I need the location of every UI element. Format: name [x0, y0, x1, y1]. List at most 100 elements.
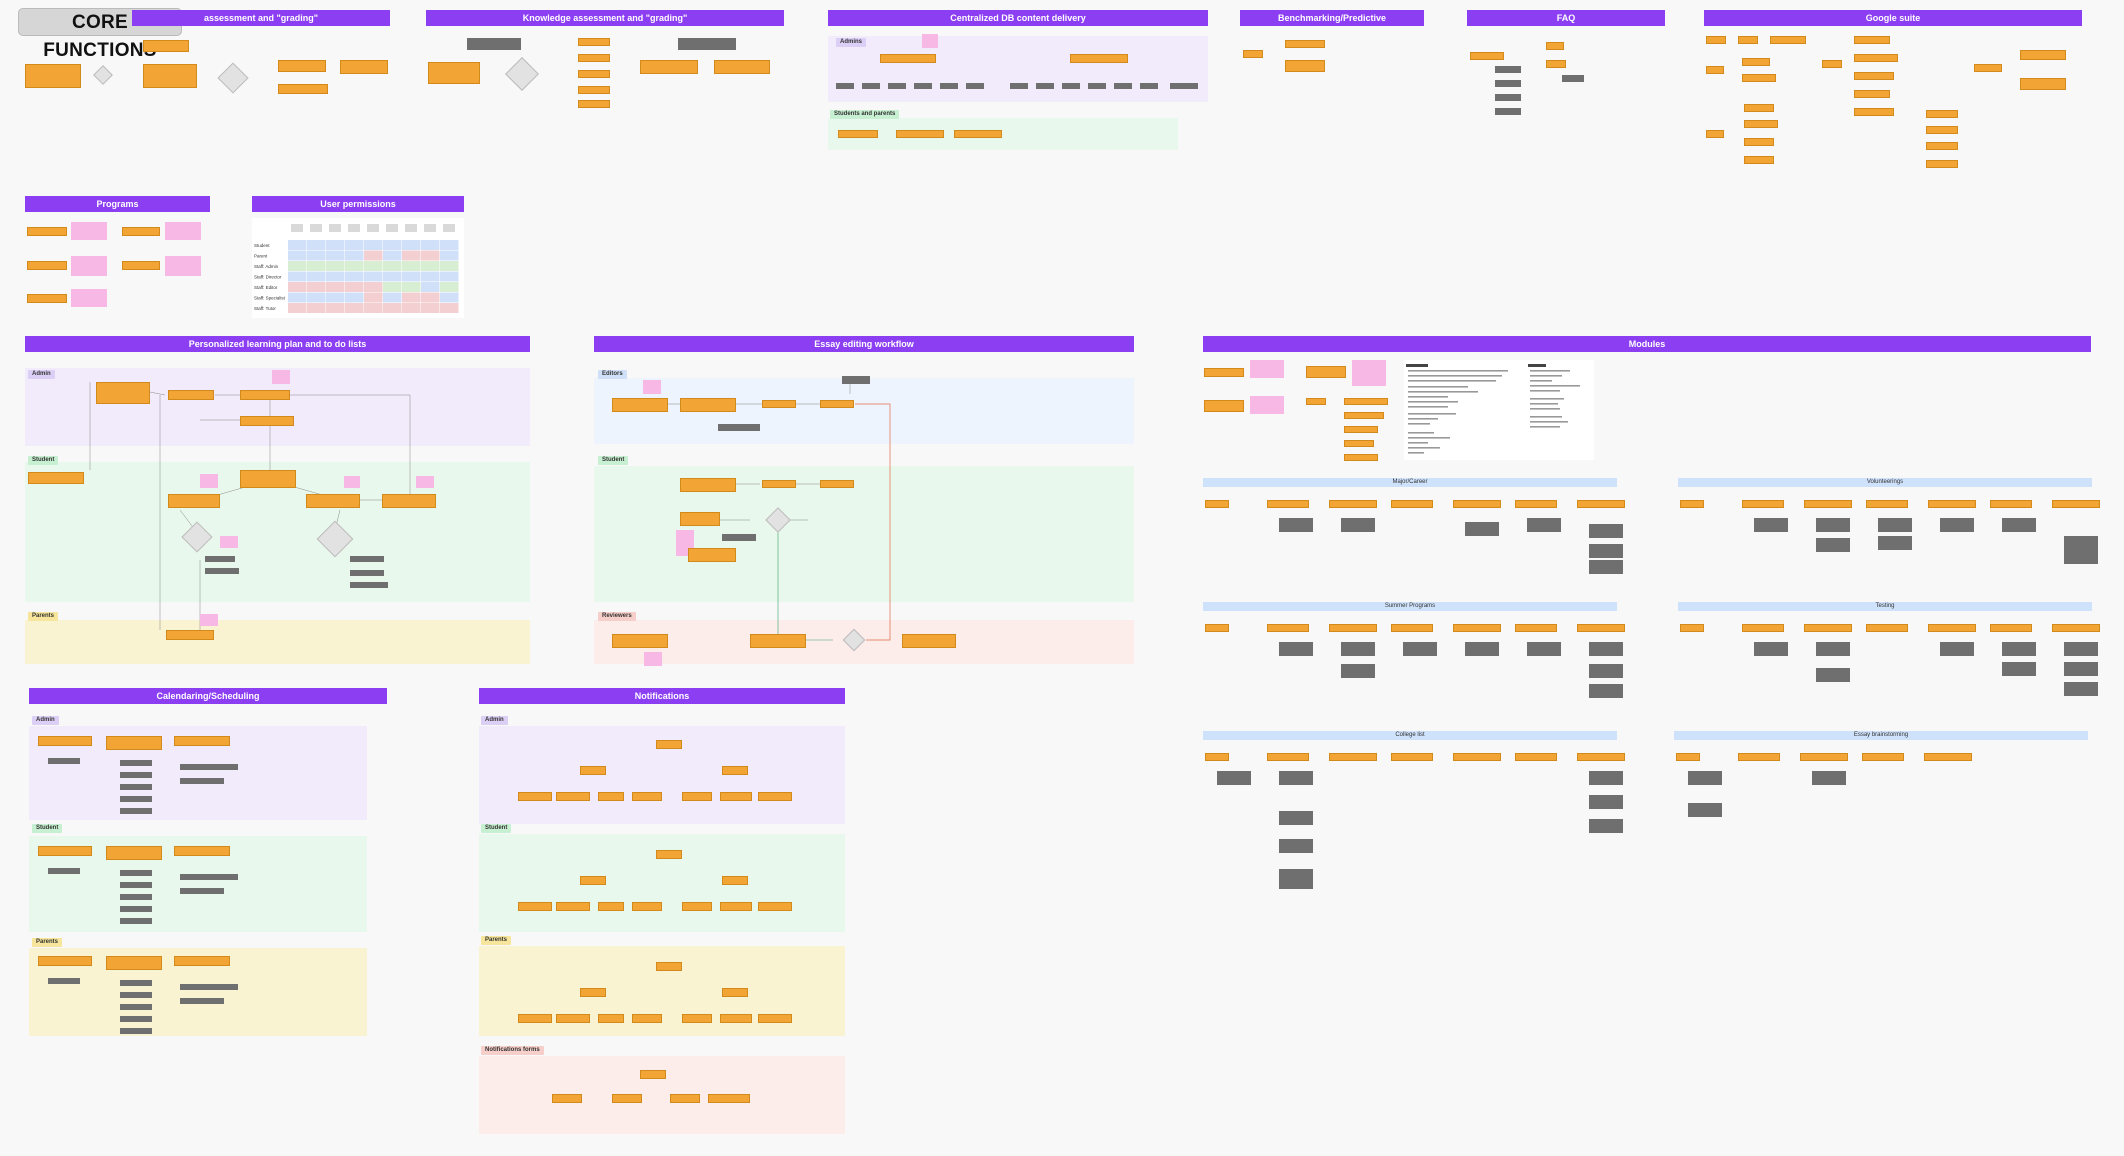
node [518, 792, 552, 801]
node [174, 846, 230, 856]
node [2052, 624, 2100, 632]
detail-node [1816, 668, 1850, 682]
permission-cell [440, 261, 459, 271]
node [682, 1014, 712, 1023]
node [106, 956, 162, 970]
node [96, 382, 150, 404]
node [38, 736, 92, 746]
permission-cell [402, 292, 421, 303]
permission-cell [345, 240, 364, 250]
detail-node [1465, 642, 1499, 656]
node [580, 766, 606, 775]
sticky-note [644, 652, 662, 666]
detail-node [120, 870, 152, 876]
node [1329, 500, 1377, 508]
detail-node [1589, 560, 1623, 574]
node [27, 227, 67, 236]
node [1822, 60, 1842, 68]
detail-node [120, 772, 152, 778]
permission-column-header [424, 224, 436, 232]
node [758, 1014, 792, 1023]
permission-cell [307, 261, 326, 271]
permission-cell [421, 261, 440, 271]
permission-cell [326, 250, 345, 261]
detail-node [180, 888, 224, 894]
permission-cell [326, 271, 345, 282]
node [1205, 753, 1229, 761]
detail-node [1878, 518, 1912, 532]
banner-faq: FAQ [1467, 10, 1665, 26]
node [1344, 440, 1374, 447]
node [656, 962, 682, 971]
node [598, 902, 624, 911]
detail-node [1688, 803, 1722, 817]
permission-cell [288, 292, 307, 303]
banner-benchmark: Benchmarking/Predictive [1240, 10, 1424, 26]
detail-node [120, 760, 152, 766]
permission-cell [345, 282, 364, 292]
db-admins-tag: Admins [836, 38, 867, 47]
detail-node [1589, 795, 1623, 809]
permission-row-label: Staff: Admin [254, 264, 279, 269]
node [38, 956, 92, 966]
plp-student-tag: Student [28, 456, 59, 465]
node [1243, 50, 1263, 58]
node [940, 83, 958, 89]
detail-node [2002, 518, 2036, 532]
detail-node [2002, 642, 2036, 656]
node [340, 60, 388, 74]
node [1344, 412, 1384, 419]
detail-node [2064, 642, 2098, 656]
detail-node [1341, 518, 1375, 532]
node [656, 740, 682, 749]
node [1854, 90, 1890, 98]
sticky-note [1250, 396, 1284, 414]
node [612, 398, 668, 412]
node [1577, 624, 1625, 632]
detail-node [1279, 518, 1313, 532]
node [1742, 500, 1784, 508]
node [240, 416, 294, 426]
permission-cell [383, 271, 402, 282]
detail-node [180, 998, 224, 1004]
permission-cell [440, 240, 459, 250]
node [1205, 624, 1229, 632]
detail-node [48, 978, 80, 984]
node [1706, 66, 1724, 74]
permission-cell [288, 271, 307, 282]
cal-admin-tag: Admin [32, 716, 59, 725]
node [640, 1070, 666, 1079]
node [1546, 60, 1566, 68]
node [612, 634, 668, 648]
sticky-note [922, 34, 938, 48]
node [1924, 753, 1972, 761]
node [518, 1014, 552, 1023]
detail-node [48, 758, 80, 764]
node [656, 850, 682, 859]
banner-plp: Personalized learning plan and to do lis… [25, 336, 530, 352]
module-volunteering: Volunteerings [1678, 478, 2092, 487]
permission-row-label: Staff: Editor [254, 285, 278, 290]
node [720, 902, 752, 911]
node [350, 556, 384, 562]
node [1577, 753, 1625, 761]
node [1391, 753, 1433, 761]
node [1344, 426, 1378, 433]
permission-cell [326, 292, 345, 303]
detail-node [2064, 550, 2098, 564]
node [240, 390, 290, 400]
node [122, 227, 160, 236]
permission-column-header [443, 224, 455, 232]
detail-node [2002, 662, 2036, 676]
node [762, 400, 796, 408]
permission-cell [326, 261, 345, 271]
node [1577, 500, 1625, 508]
detail-node [120, 980, 152, 986]
cal-parents-tag: Parents [32, 938, 63, 947]
notif-student-tag: Student [481, 824, 512, 833]
notif-admin-tag: Admin [481, 716, 508, 725]
node [1453, 500, 1501, 508]
node [1804, 624, 1852, 632]
node [680, 512, 720, 526]
detail-node [120, 1028, 152, 1034]
